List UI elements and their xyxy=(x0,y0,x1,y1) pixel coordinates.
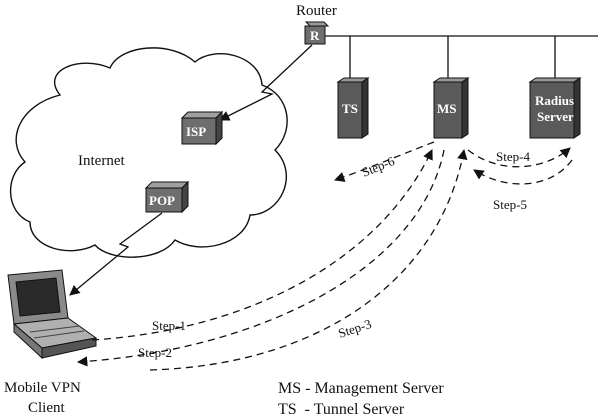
radius-label-line1: Radius xyxy=(535,93,574,108)
step-3-arrow xyxy=(149,148,468,371)
pop-client-link xyxy=(69,212,163,296)
step-1-label: Step-1 xyxy=(152,318,186,333)
router-title: Router xyxy=(296,3,337,19)
step-1-arrow xyxy=(91,149,433,341)
step-3-label: Step-3 xyxy=(336,316,373,341)
internet-label: Internet xyxy=(78,153,125,169)
radius-label-line2: Server xyxy=(537,109,574,124)
step-2-label: Step-2 xyxy=(138,345,172,360)
client-label-line2: Client xyxy=(28,400,65,416)
legend-ts: TS - Tunnel Server xyxy=(278,401,405,418)
isp-label: ISP xyxy=(186,124,206,139)
router-icon xyxy=(304,21,330,45)
router-isp-link xyxy=(219,44,313,121)
step-4-label: Step-4 xyxy=(496,149,530,164)
step-5-arrow xyxy=(473,159,573,185)
internet-cloud xyxy=(9,47,288,258)
step-2-arrow xyxy=(76,149,445,367)
ms-label: MS xyxy=(437,101,457,116)
isp-box xyxy=(180,110,224,146)
laptop-icon xyxy=(7,269,98,360)
router-glyph: R xyxy=(310,28,320,43)
legend-ms: MS - Management Server xyxy=(278,380,444,397)
pop-label: POP xyxy=(149,193,175,208)
client-label-line1: Mobile VPN xyxy=(4,380,81,396)
step-6-arrow xyxy=(334,141,435,182)
step-5-label: Step-5 xyxy=(493,197,527,212)
step-6-label: Step-6 xyxy=(360,153,398,180)
ts-label: TS xyxy=(342,101,358,116)
ts-server-icon xyxy=(336,77,370,139)
ms-server-icon xyxy=(432,77,470,139)
radius-server-icon xyxy=(528,77,582,139)
step-4-arrow xyxy=(467,147,571,168)
pop-box xyxy=(144,180,190,214)
